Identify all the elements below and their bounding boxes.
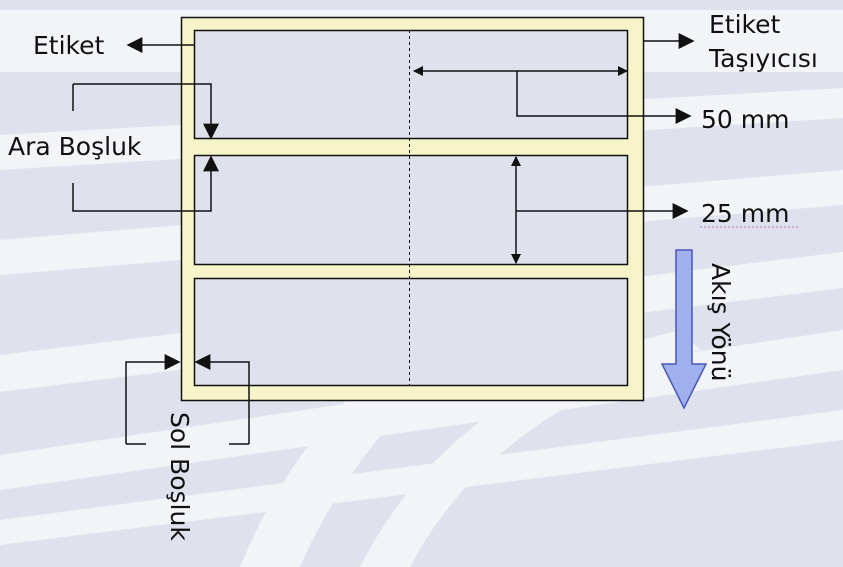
left-margin-bracket-left <box>125 354 181 444</box>
carrier-text-line1: Etiket <box>709 10 781 39</box>
left-margin-text: Sol Boşluk <box>165 412 194 541</box>
label-1 <box>193 29 629 140</box>
flow-direction-arrow <box>660 249 708 410</box>
flow-direction-text: Akış Yönü <box>706 263 735 381</box>
carrier-text-line2: Taşıyıcısı <box>708 44 818 73</box>
height-dimension-text: 25 mm <box>701 199 789 228</box>
width-dimension-text: 50 mm <box>701 105 789 134</box>
label-3 <box>193 277 629 387</box>
gap-text: Ara Boşluk <box>8 132 142 161</box>
gap-bracket-bottom <box>72 155 219 212</box>
width-dimension-leader <box>516 71 692 124</box>
left-margin-bracket-right <box>194 354 250 444</box>
label-2 <box>193 154 629 266</box>
etiket-text: Etiket <box>33 31 105 60</box>
gap-bracket-top <box>73 83 219 140</box>
